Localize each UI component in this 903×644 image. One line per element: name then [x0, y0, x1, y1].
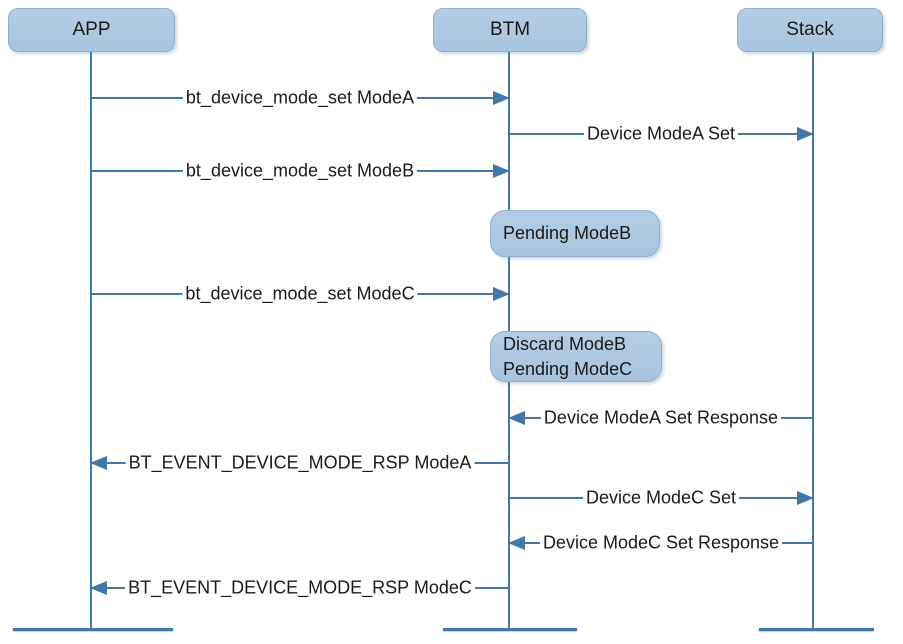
lifeline-stack [812, 52, 814, 629]
message-device-modea-set-response: Device ModeA Set Response [508, 404, 813, 432]
actor-label-btm: BTM [489, 19, 531, 40]
message-label: Device ModeC Set [582, 487, 740, 509]
note-line: Pending ModeB [503, 223, 632, 243]
note-line: Pending ModeC [503, 358, 633, 379]
message-device-modea-set: Device ModeA Set [509, 120, 814, 148]
actor-label-app: APP [72, 19, 111, 40]
actor-box-stack: Stack [737, 8, 883, 52]
arrowhead-left-icon [90, 456, 107, 470]
message-label: BT_EVENT_DEVICE_MODE_RSP ModeA [125, 452, 475, 474]
message-label: Device ModeC Set Response [539, 532, 783, 554]
lifeline-app [90, 52, 92, 629]
arrowhead-left-icon [508, 411, 525, 425]
lifeline-end-stack [759, 628, 874, 631]
message-device-modec-set-response: Device ModeC Set Response [508, 529, 813, 557]
message-label: Device ModeA Set [583, 123, 739, 145]
arrowhead-left-icon [508, 536, 525, 550]
actor-box-btm: BTM [433, 8, 587, 52]
message-label: bt_device_mode_set ModeA [182, 87, 418, 109]
message-label: Device ModeA Set Response [540, 407, 782, 429]
arrowhead-right-icon [797, 491, 814, 505]
actor-box-app: APP [8, 8, 175, 52]
message-device-modec-set: Device ModeC Set [509, 484, 814, 512]
message-bt-event-device-mode-rsp-modec: BT_EVENT_DEVICE_MODE_RSP ModeC [90, 574, 509, 602]
arrowhead-right-icon [493, 164, 510, 178]
lifeline-end-btm [443, 628, 577, 631]
actor-label-stack: Stack [786, 19, 834, 40]
note-pending-modeb: Pending ModeB [490, 210, 660, 257]
arrowhead-right-icon [797, 127, 814, 141]
message-bt-event-device-mode-rsp-modea: BT_EVENT_DEVICE_MODE_RSP ModeA [90, 449, 509, 477]
message-bt-device-mode-set-modea: bt_device_mode_set ModeA [91, 84, 510, 112]
message-bt-device-mode-set-modeb: bt_device_mode_set ModeB [91, 157, 510, 185]
message-bt-device-mode-set-modec: bt_device_mode_set ModeC [91, 280, 510, 308]
message-label: bt_device_mode_set ModeC [182, 283, 418, 305]
arrowhead-left-icon [90, 581, 107, 595]
message-label: BT_EVENT_DEVICE_MODE_RSP ModeC [125, 577, 475, 599]
arrowhead-right-icon [493, 287, 510, 301]
arrowhead-right-icon [493, 91, 510, 105]
note-line: Discard ModeB [503, 333, 627, 354]
note-discard-modeb-pending-modec: Discard ModeB Pending ModeC [490, 331, 662, 382]
message-label: bt_device_mode_set ModeB [182, 160, 418, 182]
lifeline-end-app [13, 628, 173, 631]
